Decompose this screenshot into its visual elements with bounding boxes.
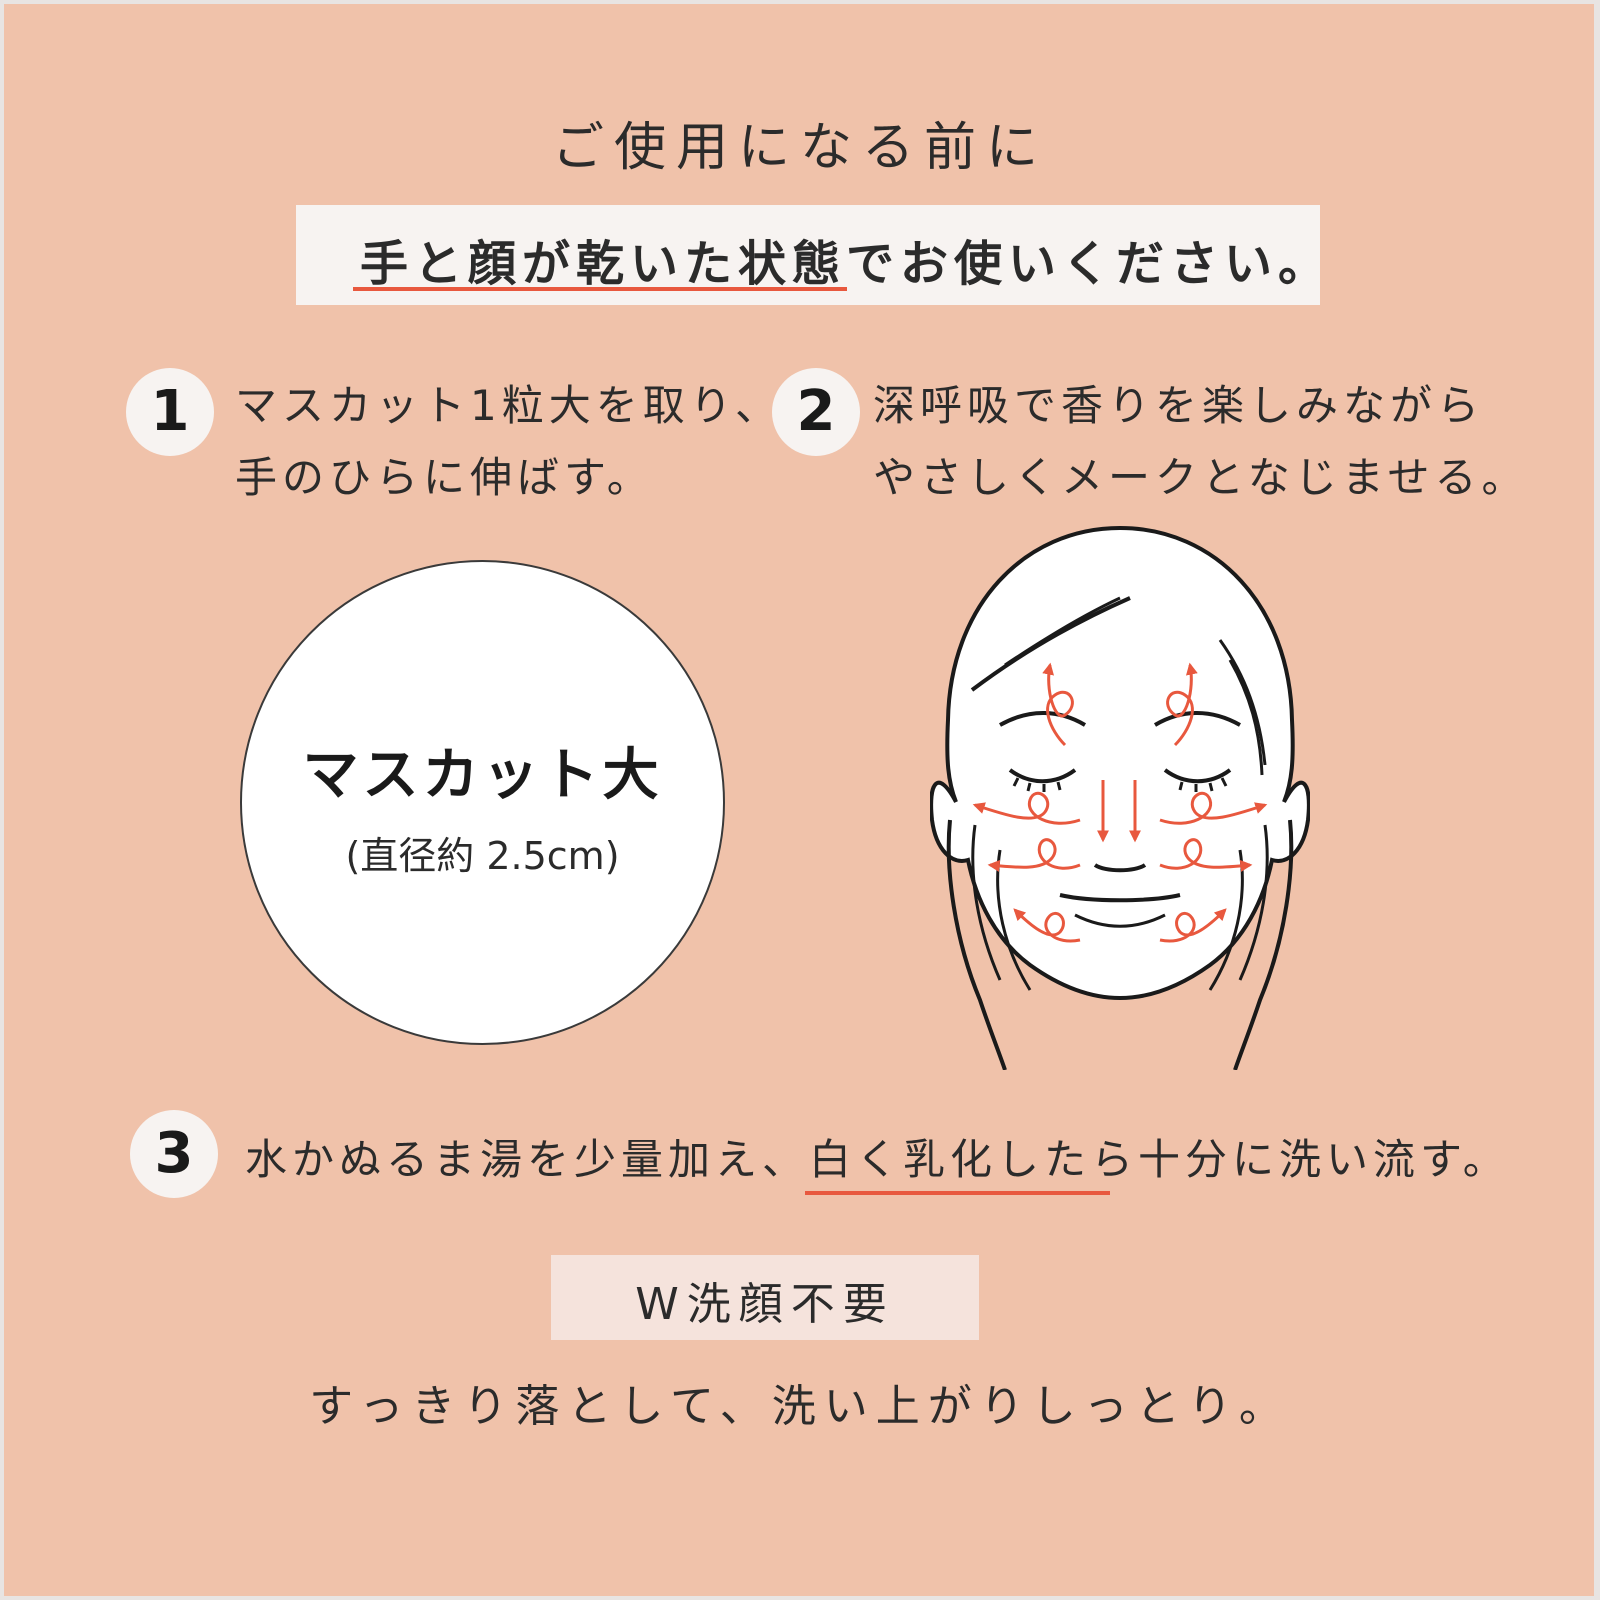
badge-box [551,1255,979,1340]
step-3-number: 3 [130,1110,218,1198]
badge-text: W洗顔不要 [635,1279,895,1330]
step-1-text: マスカット1粒大を取り、 手のひらに伸ばす。 [235,370,782,514]
step-2-number: 2 [772,368,860,456]
step-2-line-1: 深呼吸で香りを楽しみながら [873,381,1485,430]
step-1-line-2: 手のひらに伸ばす。 [235,453,654,502]
notice-text: 手と顔が乾いた状態でお使いください。 [360,236,1333,292]
tagline: すっきり落として、洗い上がりしっとり。 [309,1381,1291,1432]
bead-size-circle [240,560,725,1045]
bead-size: (直径約 2.5cm) [345,834,620,878]
step-1-line-1: マスカット1粒大を取り、 [235,381,783,430]
notice-underline [353,287,847,291]
bead-label: マスカット大 [302,743,663,808]
step-3-underline [805,1191,1110,1195]
step-2-line-2: やさしくメークとなじませる。 [873,453,1529,502]
step-2-text: 深呼吸で香りを楽しみながら やさしくメークとなじませる。 [873,370,1528,514]
step-3-text: 水かぬるま湯を少量加え、白く乳化したら十分に洗い流す。 [245,1135,1510,1184]
page-title: ご使用になる前に [551,118,1048,178]
face-massage-icon [930,525,1310,1070]
step-1-number: 1 [126,368,214,456]
